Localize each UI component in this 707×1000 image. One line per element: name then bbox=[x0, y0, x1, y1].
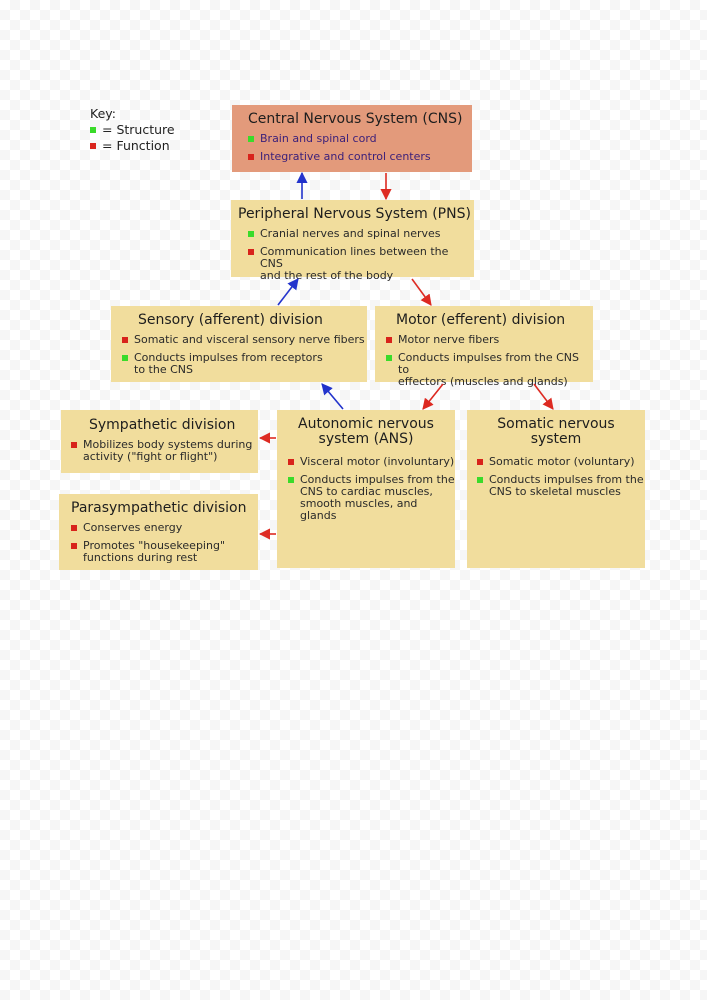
red-square-icon bbox=[288, 459, 294, 465]
sensory-item-structure: Conducts impulses from receptors to the … bbox=[122, 352, 367, 376]
somatic-box: Somatic nervous system Somatic motor (vo… bbox=[467, 410, 645, 568]
legend-title: Key: bbox=[90, 106, 116, 121]
red-square-icon bbox=[477, 459, 483, 465]
parasympathetic-item-1: Conserves energy bbox=[71, 522, 258, 534]
motor-item-structure: Conducts impulses from the CNS to effect… bbox=[386, 352, 593, 388]
motor-title: Motor (efferent) division bbox=[396, 312, 566, 328]
sympathetic-title: Sympathetic division bbox=[89, 417, 236, 433]
pns-box: Peripheral Nervous System (PNS) Cranial … bbox=[231, 200, 474, 282]
pns-item-structure-text: Cranial nerves and spinal nerves bbox=[260, 227, 441, 240]
autonomic-item-function: Visceral motor (involuntary) bbox=[288, 456, 455, 468]
autonomic-item-structure: Conducts impulses from the CNS to cardia… bbox=[288, 474, 455, 522]
pns-item-function-text: Communication lines between the CNS and … bbox=[260, 245, 449, 282]
red-square-icon bbox=[248, 249, 254, 255]
red-square-icon bbox=[71, 525, 77, 531]
parasympathetic-box: Parasympathetic division Conserves energ… bbox=[59, 494, 258, 570]
autonomic-box: Autonomic nervous system (ANS) Visceral … bbox=[277, 410, 455, 568]
autonomic-item-structure-text: Conducts impulses from the CNS to cardia… bbox=[300, 473, 455, 522]
motor-box: Motor (efferent) division Motor nerve fi… bbox=[375, 306, 593, 388]
sympathetic-item: Mobilizes body systems during activity (… bbox=[71, 439, 258, 463]
autonomic-item-function-text: Visceral motor (involuntary) bbox=[300, 455, 455, 468]
somatic-title: Somatic nervous system bbox=[497, 416, 615, 447]
red-square-icon bbox=[71, 442, 77, 448]
sensory-item-function: Somatic and visceral sensory nerve fiber… bbox=[122, 334, 367, 346]
green-square-icon bbox=[248, 231, 254, 237]
cns-item-structure: Brain and spinal cord bbox=[248, 133, 472, 145]
parasympathetic-title: Parasympathetic division bbox=[71, 500, 247, 516]
sympathetic-box: Sympathetic division Mobilizes body syst… bbox=[61, 410, 258, 473]
somatic-item-structure-text: Conducts impulses from the CNS to skelet… bbox=[489, 473, 644, 498]
green-square-icon bbox=[122, 355, 128, 361]
red-square-icon bbox=[386, 337, 392, 343]
somatic-item-function-text: Somatic motor (voluntary) bbox=[489, 455, 635, 468]
pns-item-function: Communication lines between the CNS and … bbox=[248, 246, 474, 282]
red-square-icon bbox=[90, 143, 96, 149]
green-square-icon bbox=[288, 477, 294, 483]
legend-function-label: = Function bbox=[102, 138, 170, 153]
cns-item-function-text: Integrative and control centers bbox=[260, 150, 431, 163]
sensory-item-function-text: Somatic and visceral sensory nerve fiber… bbox=[134, 333, 365, 346]
motor-item-structure-text: Conducts impulses from the CNS to effect… bbox=[398, 351, 579, 388]
pns-title: Peripheral Nervous System (PNS) bbox=[238, 206, 471, 222]
green-square-icon bbox=[90, 127, 96, 133]
green-square-icon bbox=[386, 355, 392, 361]
sensory-item-structure-text: Conducts impulses from receptors to the … bbox=[134, 351, 323, 376]
somatic-item-function: Somatic motor (voluntary) bbox=[477, 456, 645, 468]
sensory-title: Sensory (afferent) division bbox=[138, 312, 323, 328]
legend: Key: = Structure = Function bbox=[90, 106, 175, 154]
parasympathetic-item-2: Promotes "housekeeping" functions during… bbox=[71, 540, 258, 564]
cns-title: Central Nervous System (CNS) bbox=[248, 111, 463, 127]
legend-structure: = Structure bbox=[90, 122, 175, 138]
parasympathetic-item-2-text: Promotes "housekeeping" functions during… bbox=[83, 539, 226, 564]
green-square-icon bbox=[477, 477, 483, 483]
red-square-icon bbox=[248, 154, 254, 160]
legend-function: = Function bbox=[90, 138, 175, 154]
autonomic-title: Autonomic nervous system (ANS) bbox=[298, 416, 434, 447]
legend-structure-label: = Structure bbox=[102, 122, 175, 137]
somatic-item-structure: Conducts impulses from the CNS to skelet… bbox=[477, 474, 645, 498]
cns-box: Central Nervous System (CNS) Brain and s… bbox=[232, 105, 472, 172]
red-square-icon bbox=[122, 337, 128, 343]
motor-item-function: Motor nerve fibers bbox=[386, 334, 593, 346]
parasympathetic-item-1-text: Conserves energy bbox=[83, 521, 183, 534]
sympathetic-item-text: Mobilizes body systems during activity (… bbox=[83, 438, 253, 463]
sensory-box: Sensory (afferent) division Somatic and … bbox=[111, 306, 367, 382]
cns-item-function: Integrative and control centers bbox=[248, 151, 472, 163]
red-square-icon bbox=[71, 543, 77, 549]
pns-item-structure: Cranial nerves and spinal nerves bbox=[248, 228, 474, 240]
cns-item-structure-text: Brain and spinal cord bbox=[260, 132, 377, 145]
motor-item-function-text: Motor nerve fibers bbox=[398, 333, 500, 346]
green-square-icon bbox=[248, 136, 254, 142]
